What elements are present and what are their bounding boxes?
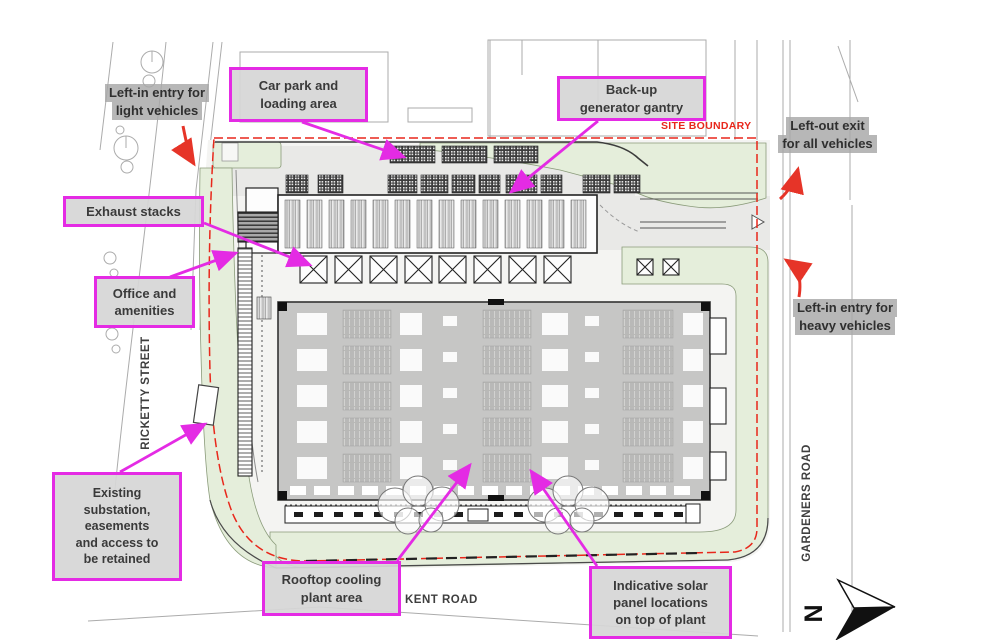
label-line: Indicative solar: [613, 577, 708, 593]
annotation-arrows: [119, 119, 599, 567]
north-arrow-icon: [835, 578, 896, 640]
label-line: Back-up: [605, 82, 658, 98]
label-line: light vehicles: [111, 102, 203, 121]
road-label-ricketty-street: RICKETTY STREET: [140, 336, 152, 450]
label-exhaust-stacks: Exhaust stacks: [63, 196, 204, 227]
label-line: Left-out exit: [786, 117, 869, 136]
label-office-amenities: Office and amenities: [94, 276, 195, 328]
label-line: Office and: [112, 285, 177, 301]
label-line: panel locations: [613, 594, 708, 610]
label-line: plant area: [300, 589, 363, 605]
label-line: Left-in entry for: [104, 84, 210, 103]
label-line: substation,: [83, 502, 151, 517]
label-line: Left-in entry for: [792, 299, 898, 318]
label-line: for all vehicles: [778, 135, 877, 154]
label-backup-gantry: Back-up generator gantry: [557, 76, 706, 121]
label-line: Rooftop cooling: [281, 572, 382, 588]
car-park-bays: [285, 145, 641, 194]
traffic-arrows: [171, 125, 813, 298]
label-heavy-vehicle-entry: Left-in entry for heavy vehicles: [784, 299, 906, 336]
main-plant-building: [277, 299, 711, 501]
label-line: Car park and: [258, 78, 339, 94]
label-car-park: Car park and loading area: [229, 67, 368, 122]
road-label-gardeners-road: GARDENERS ROAD: [801, 444, 813, 562]
generator-gantry-building: [245, 187, 598, 254]
label-left-out-exit: Left-out exit for all vehicles: [770, 117, 885, 154]
site-boundary-label: SITE BOUNDARY: [661, 120, 752, 132]
office-and-exhaust-structures: [237, 211, 279, 477]
label-line: amenities: [114, 303, 175, 318]
label-line: loading area: [260, 95, 337, 111]
label-line: and access to: [75, 535, 159, 550]
label-line: be retained: [83, 552, 151, 567]
label-line: Exhaust stacks: [86, 203, 181, 219]
label-rooftop-cooling: Rooftop cooling plant area: [262, 561, 401, 616]
north-arrow-letter: N: [798, 604, 827, 623]
road-label-kent-road: KENT ROAD: [405, 594, 478, 606]
east-plant-rooms: [709, 317, 727, 481]
label-solar-panels: Indicative solar panel locations on top …: [589, 566, 732, 639]
tree-clouds: [377, 475, 610, 535]
label-substation: Existing substation, easements and acces…: [52, 472, 182, 581]
label-line: generator gantry: [579, 99, 684, 115]
label-line: heavy vehicles: [795, 317, 895, 336]
label-light-vehicle-entry: Left-in entry for light vehicles: [92, 84, 222, 121]
label-line: easements: [84, 519, 150, 534]
label-line: Existing: [92, 486, 142, 501]
label-line: on top of plant: [615, 612, 706, 628]
south-service-strip: [284, 503, 701, 524]
